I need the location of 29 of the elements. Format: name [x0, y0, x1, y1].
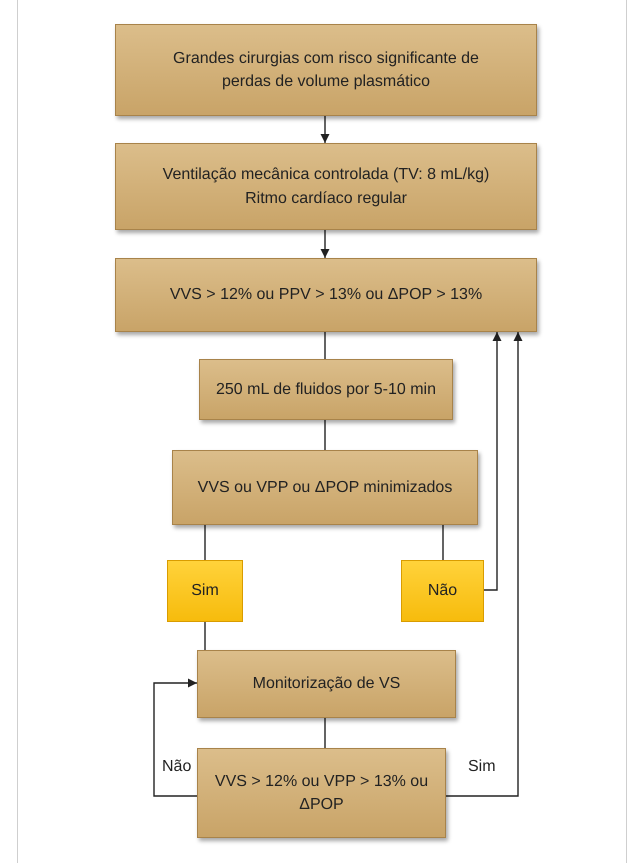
- process-box: [115, 24, 537, 116]
- box-text: Não: [428, 581, 458, 602]
- box-text: Ventilação mecânica controlada (TV: 8 mL/kg) Ritmo cardíaco regular: [162, 165, 490, 208]
- process-box: [197, 748, 446, 838]
- arrow: [320, 230, 330, 258]
- box-text: 250 mL de fluidos por 5-10 min: [216, 380, 436, 400]
- connector-line: [204, 622, 206, 650]
- box-text: VVS > 12% ou VPP > 13% ou ΔPOP: [214, 772, 430, 815]
- arrow: [446, 332, 522, 797]
- connector-line: [324, 718, 326, 748]
- box-text: VVS ou VPP ou ΔPOP minimizados: [198, 478, 452, 498]
- box-text: Monitorização de VS: [252, 674, 400, 694]
- answer-box: [401, 560, 484, 622]
- answer-box: [167, 560, 243, 622]
- arrow: [320, 116, 330, 143]
- connector-line: [442, 525, 444, 560]
- process-box: [115, 258, 537, 332]
- arrow: [484, 332, 502, 591]
- connector-line: [204, 525, 206, 560]
- process-box: [115, 143, 537, 230]
- box-text: Sim: [191, 581, 219, 602]
- process-box: [197, 650, 456, 718]
- process-box: [172, 450, 478, 525]
- box-text: VVS > 12% ou PPV > 13% ou ΔPOP > 13%: [170, 285, 482, 306]
- arrow: [153, 678, 197, 797]
- box-text: Grandes cirurgias com risco significante de perdas de volume plasmático: [172, 48, 480, 92]
- connector-line: [324, 332, 326, 359]
- connector-line: [324, 420, 326, 450]
- process-box: [199, 359, 453, 420]
